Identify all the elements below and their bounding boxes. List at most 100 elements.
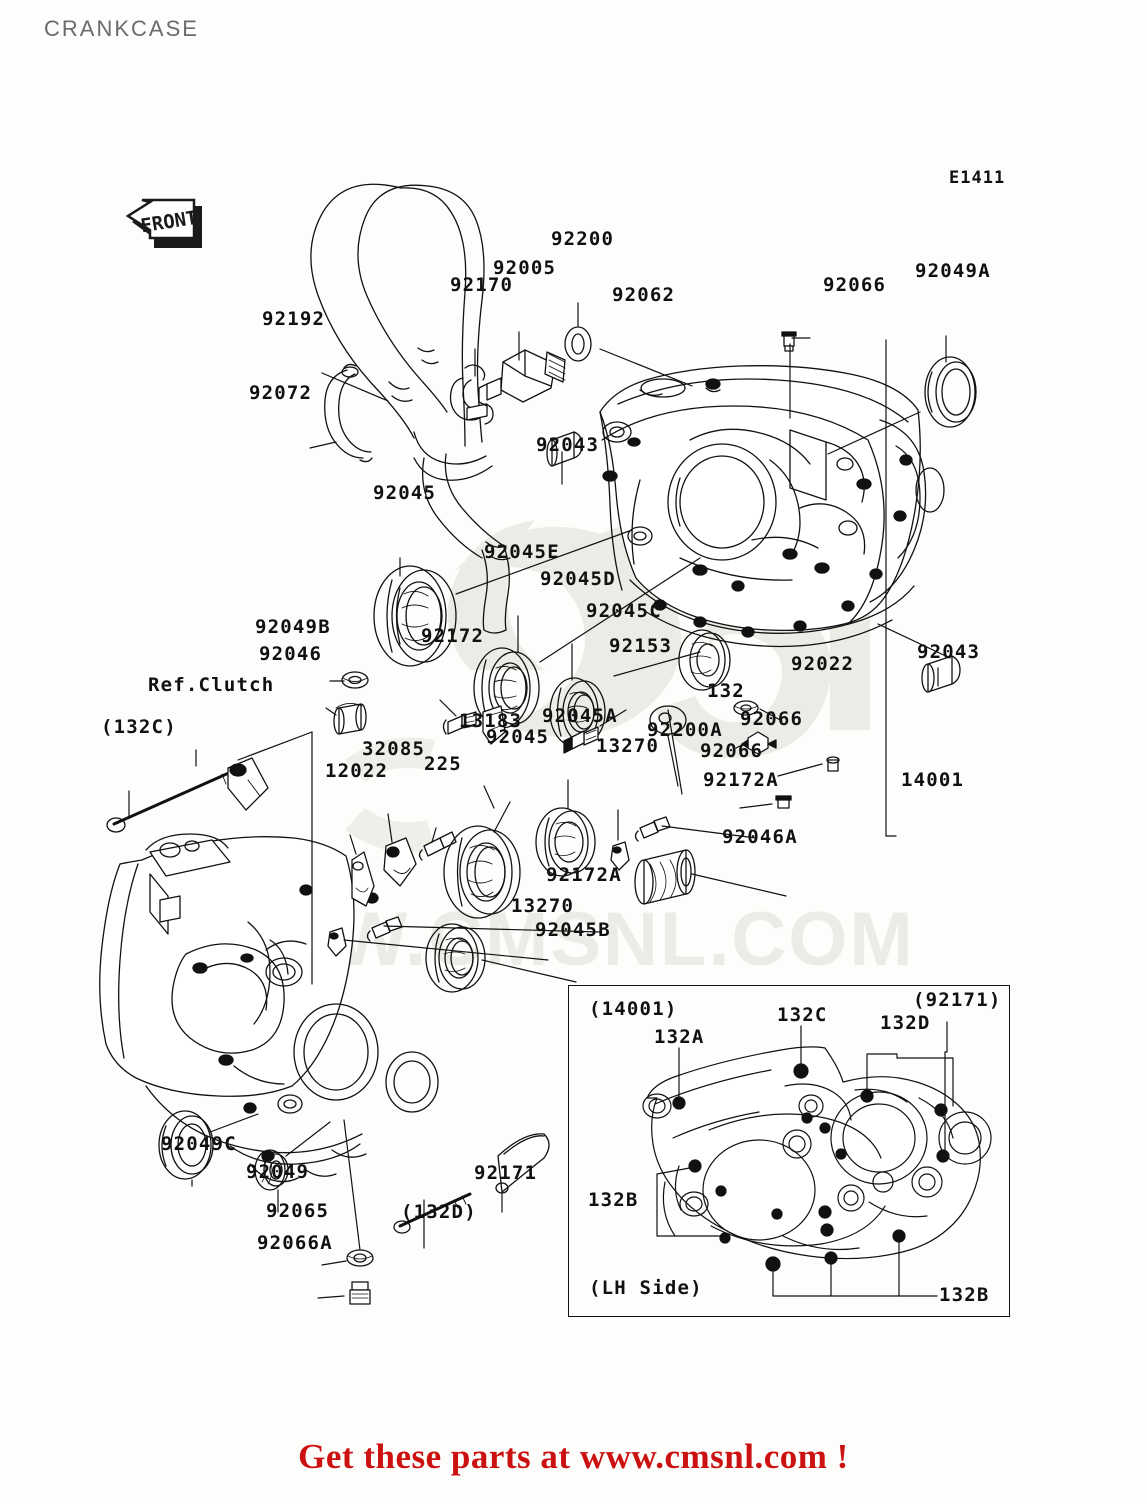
part-92171-arm bbox=[495, 1133, 550, 1194]
part-92049B-washer bbox=[341, 671, 369, 689]
part-label: (132D) bbox=[401, 1201, 477, 1223]
part-13270-plate-center bbox=[610, 841, 630, 871]
page-title: CRANKCASE bbox=[44, 16, 199, 41]
part-92172A-screw-lower bbox=[366, 916, 403, 942]
part-label: 92045E bbox=[484, 541, 560, 563]
part-132C-bolt bbox=[106, 766, 243, 833]
part-92200A-washer bbox=[649, 705, 687, 735]
part-92046A-collar bbox=[634, 849, 696, 905]
crankcase-right-half bbox=[599, 365, 945, 648]
inset-callout: 132B bbox=[939, 1284, 990, 1306]
part-label: 92170 bbox=[450, 274, 514, 296]
part-label: 92172A bbox=[703, 769, 779, 791]
part-92200-oring bbox=[564, 326, 592, 362]
part-label: 92045D bbox=[540, 568, 616, 590]
part-132-bolt bbox=[741, 731, 777, 755]
part-label: 92062 bbox=[612, 284, 676, 306]
part-92172A-screw-upper bbox=[634, 816, 671, 842]
part-label: 92065 bbox=[266, 1200, 330, 1222]
part-label: 92049 bbox=[246, 1161, 310, 1183]
leader-lines bbox=[128, 302, 951, 1299]
part-92049-seal-small bbox=[254, 1149, 289, 1191]
part-92066-bolt-low bbox=[775, 795, 792, 809]
inset-callout: 132D bbox=[880, 1012, 931, 1034]
part-92046-collar bbox=[333, 703, 367, 735]
part-92045C-bearing bbox=[678, 629, 731, 691]
part-label: 92049C bbox=[161, 1133, 237, 1155]
inset-header-left: (14001) bbox=[589, 998, 678, 1020]
crankcase-left-half bbox=[99, 833, 439, 1183]
part-label: 32085 bbox=[362, 738, 426, 760]
front-direction-badge: FRONT bbox=[124, 186, 214, 266]
part-label: 132 bbox=[707, 680, 745, 702]
part-label: 92049B bbox=[255, 616, 331, 638]
part-label: (132C) bbox=[101, 716, 177, 738]
part-label: 92049A bbox=[915, 260, 991, 282]
part-label: 225 bbox=[424, 753, 462, 775]
part-92066-bolt-upper bbox=[781, 331, 797, 352]
part-label: 92022 bbox=[791, 653, 855, 675]
inset-lh-side-panel: (14001) (92171) (LH Side) 132A 132C 132D… bbox=[568, 985, 1010, 1317]
part-32085-bracket bbox=[383, 837, 417, 887]
exploded-parts-drawing bbox=[0, 60, 1147, 1430]
part-label: 92172 bbox=[421, 625, 485, 647]
part-label: 92066 bbox=[823, 274, 887, 296]
part-label: 92045 bbox=[373, 482, 437, 504]
part-92153-bolt bbox=[563, 726, 599, 754]
part-label: 92172A bbox=[546, 864, 622, 886]
part-label: 92045B bbox=[535, 919, 611, 941]
part-label: 92153 bbox=[609, 635, 673, 657]
footer-promo-text: Get these parts at www.cmsnl.com ! bbox=[298, 1437, 849, 1476]
ref-clutch-bracket bbox=[227, 757, 269, 811]
part-12022-lever bbox=[351, 851, 375, 907]
part-92170-clamp bbox=[449, 364, 494, 425]
part-label: 13183 bbox=[459, 710, 523, 732]
part-92065-gasket bbox=[346, 1249, 374, 1267]
part-92045-bearing-large bbox=[373, 565, 457, 667]
inset-side-note: (LH Side) bbox=[589, 1277, 703, 1299]
part-132D-bolt bbox=[393, 1192, 472, 1234]
part-92043-dowel-right bbox=[921, 655, 961, 693]
part-92045-bearing-center bbox=[443, 825, 521, 919]
ref-clutch-label: Ref.Clutch bbox=[148, 674, 275, 696]
part-label: 92192 bbox=[262, 308, 326, 330]
part-label: 92200A bbox=[647, 719, 723, 741]
part-92045B-bearing bbox=[425, 923, 486, 993]
inset-callout: 132A bbox=[654, 1026, 705, 1048]
part-92022-washer bbox=[733, 700, 759, 716]
part-92072-clamp bbox=[324, 363, 373, 463]
part-label: 12022 bbox=[325, 760, 389, 782]
inset-header-right: (92171) bbox=[913, 989, 1002, 1011]
inset-callout: 132B bbox=[588, 1189, 639, 1211]
part-92049A-oilseal bbox=[924, 356, 977, 428]
part-label: 92066 bbox=[700, 740, 764, 762]
part-label: 92046 bbox=[259, 643, 323, 665]
part-label: 92045C bbox=[586, 600, 662, 622]
part-label: 92066 bbox=[740, 708, 804, 730]
part-label: 13270 bbox=[511, 895, 575, 917]
part-92045E-bearing bbox=[473, 647, 540, 729]
part-label: 92045 bbox=[486, 726, 550, 748]
part-label: 92171 bbox=[474, 1162, 538, 1184]
part-92045A-bearing bbox=[535, 807, 596, 877]
part-92049C-oilseal bbox=[158, 1110, 214, 1180]
part-13270-plate-lower bbox=[327, 927, 347, 957]
part-92005-fitting bbox=[478, 349, 566, 407]
part-92066A-drain-plug bbox=[349, 1281, 371, 1305]
inset-crankcase-outline bbox=[642, 1046, 992, 1260]
part-label: 14001 bbox=[901, 769, 965, 791]
part-225-screw bbox=[418, 831, 457, 861]
inset-leader-lines bbox=[656, 1021, 954, 1297]
inset-callout: 132C bbox=[777, 1004, 828, 1026]
part-92172-screw bbox=[442, 711, 477, 735]
part-13183-plate bbox=[482, 705, 506, 745]
part-92043-dowel-upper bbox=[546, 431, 583, 467]
part-label: 92046A bbox=[722, 826, 798, 848]
part-label: 92072 bbox=[249, 382, 313, 404]
part-92066-bolt-mid bbox=[826, 756, 840, 772]
part-label: 92043 bbox=[917, 641, 981, 663]
part-label: 92005 bbox=[493, 257, 557, 279]
part-label: 13270 bbox=[596, 735, 660, 757]
part-label: 92043 bbox=[536, 434, 600, 456]
part-label: 92045A bbox=[542, 705, 618, 727]
